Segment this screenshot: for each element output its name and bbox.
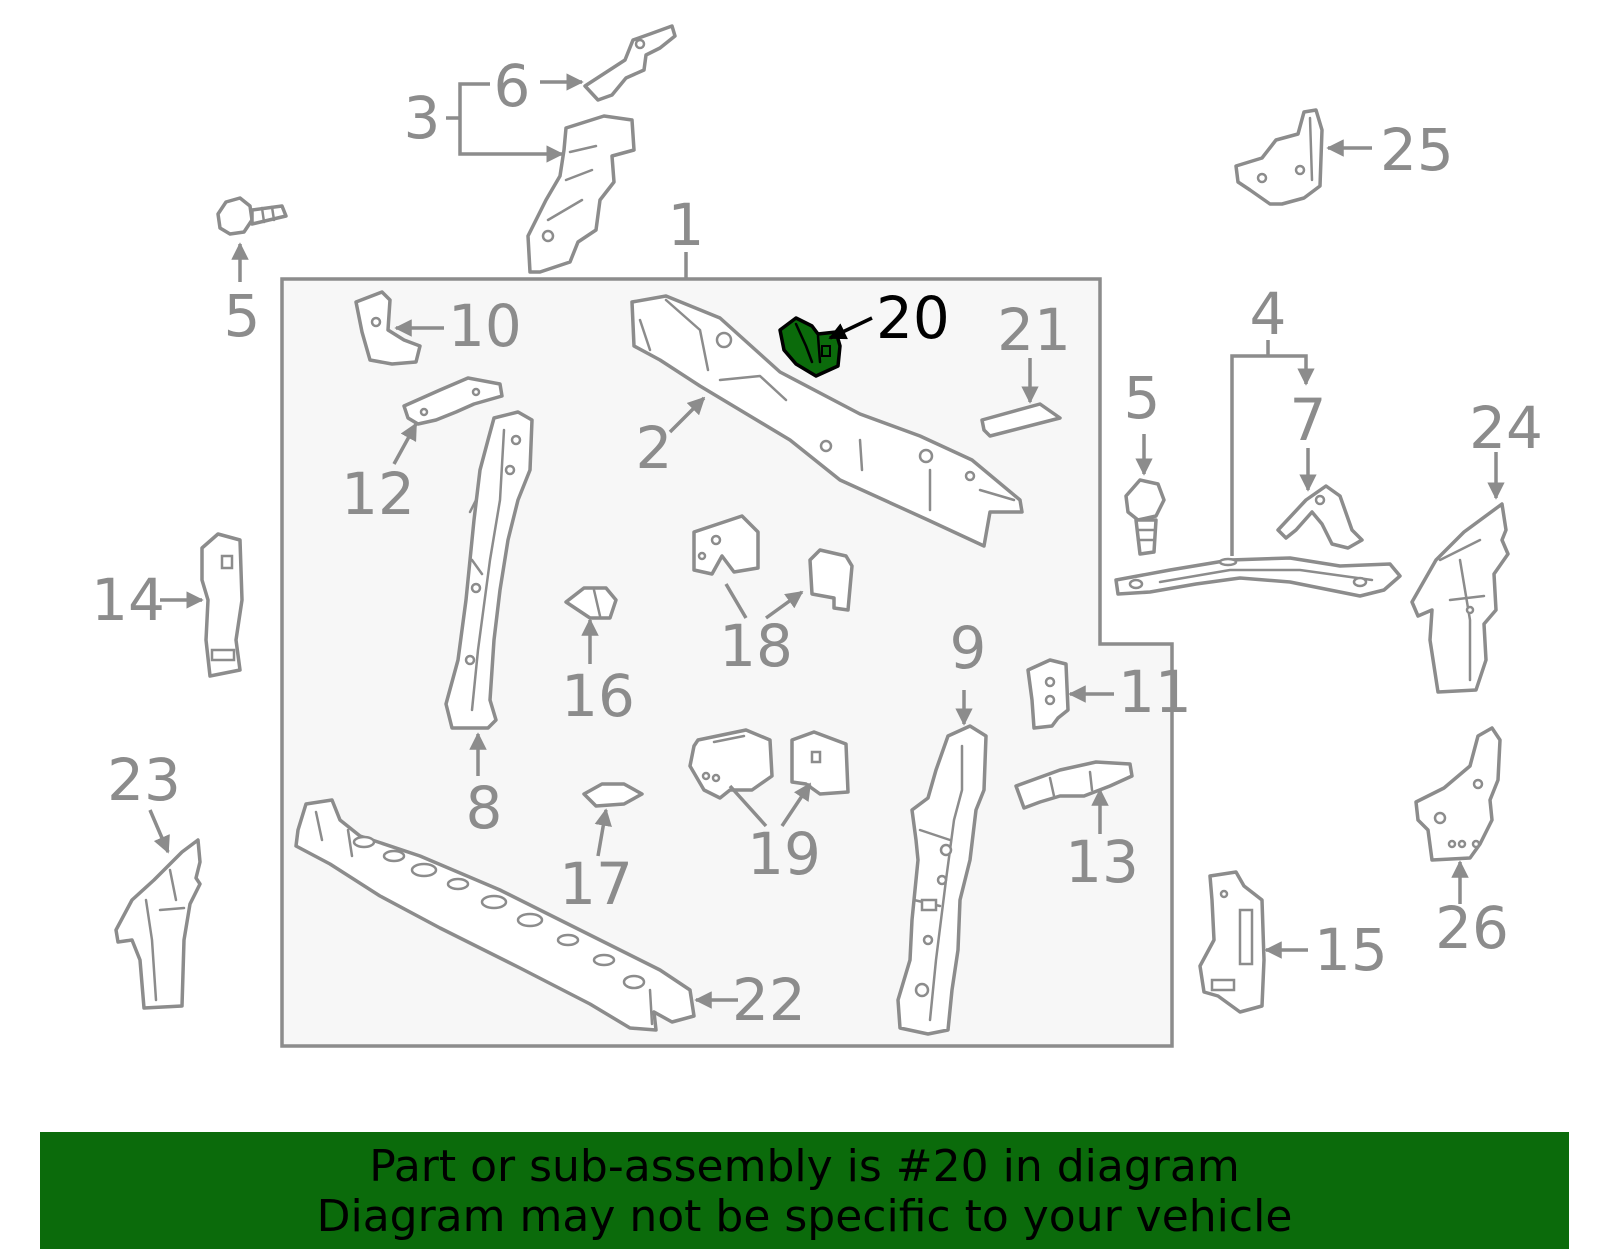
callout-20-leader [828, 316, 873, 340]
callout-11: 11 [1118, 658, 1192, 726]
part-6-bracket [583, 24, 677, 102]
callout-7: 7 [1290, 386, 1327, 454]
part-10-bracket [354, 290, 422, 366]
callout-2: 2 [636, 414, 673, 482]
callout-21: 21 [997, 296, 1071, 364]
part-16-plug [564, 586, 618, 620]
part-14-bracket [200, 532, 244, 678]
callout-25: 25 [1380, 116, 1454, 184]
callout-17-leader [594, 808, 612, 857]
part-3-bracket [526, 114, 636, 274]
part-18-bracket-a [692, 514, 760, 576]
part-4-bar [1114, 556, 1402, 598]
callout-9: 9 [950, 614, 987, 682]
part-23-bracket [114, 838, 202, 1010]
part-19-bracket-a [688, 728, 774, 800]
callout-1: 1 [668, 191, 705, 259]
part-11-bracket [1026, 658, 1070, 730]
callout-3: 3 [404, 84, 441, 152]
callout-12: 12 [341, 460, 415, 528]
callout-26: 26 [1435, 894, 1509, 962]
callout-5-left: 5 [224, 282, 261, 350]
part-2-support [630, 294, 1024, 548]
callout-23: 23 [107, 746, 181, 814]
part-25-bracket [1234, 108, 1324, 206]
part-13-bracket [1014, 760, 1134, 810]
callout-16: 16 [561, 662, 635, 730]
callout-18: 18 [719, 612, 793, 680]
callout-10: 10 [448, 292, 522, 360]
callout-4: 4 [1250, 280, 1287, 348]
part-5-bolt-right [1124, 478, 1166, 556]
callout-15: 15 [1314, 916, 1388, 984]
callout-18-leader [724, 584, 802, 620]
callout-14: 14 [91, 566, 165, 634]
part-22-lower-support [294, 798, 696, 1032]
part-8-member [444, 410, 534, 730]
callout-6: 6 [494, 52, 531, 120]
part-5-bolt-left [216, 196, 288, 236]
part-24-bracket [1410, 502, 1510, 694]
part-15-bracket [1198, 870, 1266, 1014]
callout-22: 22 [732, 966, 806, 1034]
callout-19: 19 [747, 820, 821, 888]
part-26-bracket [1414, 726, 1502, 862]
callout-19-leader [728, 784, 810, 828]
part-9-member [896, 724, 988, 1036]
part-21-plate [980, 402, 1062, 438]
part-7-bracket [1276, 484, 1364, 550]
part-20-highlighted [778, 316, 842, 378]
callout-17: 17 [559, 850, 633, 918]
callout-20-highlighted: 20 [876, 284, 950, 352]
callout-5-right: 5 [1124, 364, 1161, 432]
callout-13: 13 [1065, 828, 1139, 896]
part-19-bracket-b [790, 730, 850, 796]
banner-line-2: Diagram may not be specific to your vehi… [316, 1191, 1293, 1242]
callout-4-leader [1230, 340, 1306, 556]
callout-2-leader [668, 396, 706, 434]
part-12-bracket [402, 376, 504, 426]
callout-24: 24 [1469, 394, 1543, 462]
info-banner: Part or sub-assembly is #20 in diagram D… [40, 1132, 1569, 1249]
part-17-grommet [582, 782, 644, 808]
banner-line-1: Part or sub-assembly is #20 in diagram [369, 1141, 1240, 1192]
callout-12-leader [392, 422, 418, 465]
callout-23-leader [148, 809, 170, 854]
callout-8: 8 [466, 774, 503, 842]
callout-3-leader [446, 82, 562, 154]
